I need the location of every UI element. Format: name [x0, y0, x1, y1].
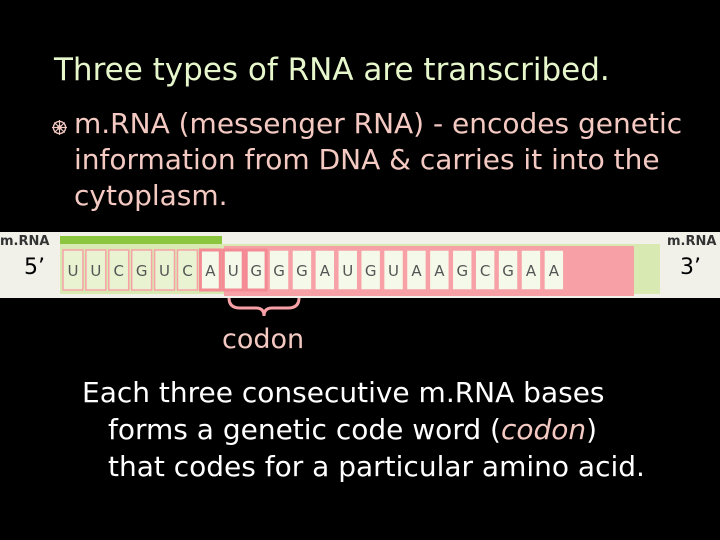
base-letter: C [480, 262, 490, 280]
base-letter: A [434, 262, 445, 280]
mrna-tag-left: m.RNA [0, 234, 50, 249]
base-letter: G [502, 262, 514, 280]
base-letter: G [365, 262, 377, 280]
base-cell [85, 249, 107, 291]
base-letter: U [228, 262, 239, 280]
base-letter: U [159, 262, 170, 280]
base-cell [108, 249, 130, 291]
bullet-text: m.RNA (messenger RNA) - encodes genetic … [74, 107, 683, 212]
base-cell [382, 249, 405, 291]
codon-brace [227, 297, 301, 317]
bottom-paragraph: Each three consecutive m.RNA bases forms… [82, 374, 712, 485]
base-letter: G [273, 262, 285, 280]
codon-word: codon [500, 413, 587, 446]
base-letter: G [136, 262, 148, 280]
bottom-line-2a: forms a genetic code word ( [108, 413, 501, 446]
base-cell [291, 249, 313, 291]
base-letter: A [320, 262, 331, 280]
mrna-tag-right: m.RNA [667, 234, 717, 249]
base-cell [497, 249, 519, 291]
base-letter: A [205, 262, 216, 280]
base-letter: C [182, 262, 192, 280]
base-letter: C [114, 262, 124, 280]
base-cell [337, 249, 359, 291]
base-cell [268, 249, 290, 291]
base-letter: U [67, 262, 78, 280]
base-cell [198, 248, 222, 292]
base-cell [451, 249, 473, 291]
base-letter: G [296, 262, 308, 280]
base-cell [62, 249, 84, 291]
base-letter: G [456, 262, 468, 280]
base-cell [543, 249, 565, 291]
base-cell [314, 249, 336, 291]
base-cell [428, 249, 451, 291]
base-cell [474, 249, 496, 291]
bottom-line-2b: ) [586, 413, 598, 446]
base-letter: A [411, 262, 422, 280]
bottom-line-2: forms a genetic code word (codon) [82, 411, 712, 448]
base-letter: U [388, 262, 399, 280]
five-prime-label: 5’ [24, 255, 45, 280]
base-letter: A [526, 262, 537, 280]
base-letter: U [342, 262, 353, 280]
base-cell [359, 249, 382, 291]
bottom-line-3: that codes for a particular amino acid. [108, 450, 645, 483]
base-cell [176, 249, 199, 291]
bottom-line-1: Each three consecutive m.RNA bases [82, 376, 605, 409]
base-cell [221, 248, 245, 292]
base-letter: G [250, 262, 262, 280]
three-prime-label: 3’ [680, 255, 701, 280]
slide-title: Three types of RNA are transcribed. [54, 52, 610, 88]
base-cell [244, 248, 268, 292]
base-letter: U [90, 262, 101, 280]
base-cell [153, 249, 176, 291]
base-cell [130, 249, 153, 291]
base-cell [405, 249, 428, 291]
codon-label: codon [222, 324, 305, 355]
bullet-gear-icon [52, 120, 67, 135]
base-letter: A [549, 262, 560, 280]
base-cell [520, 249, 542, 291]
